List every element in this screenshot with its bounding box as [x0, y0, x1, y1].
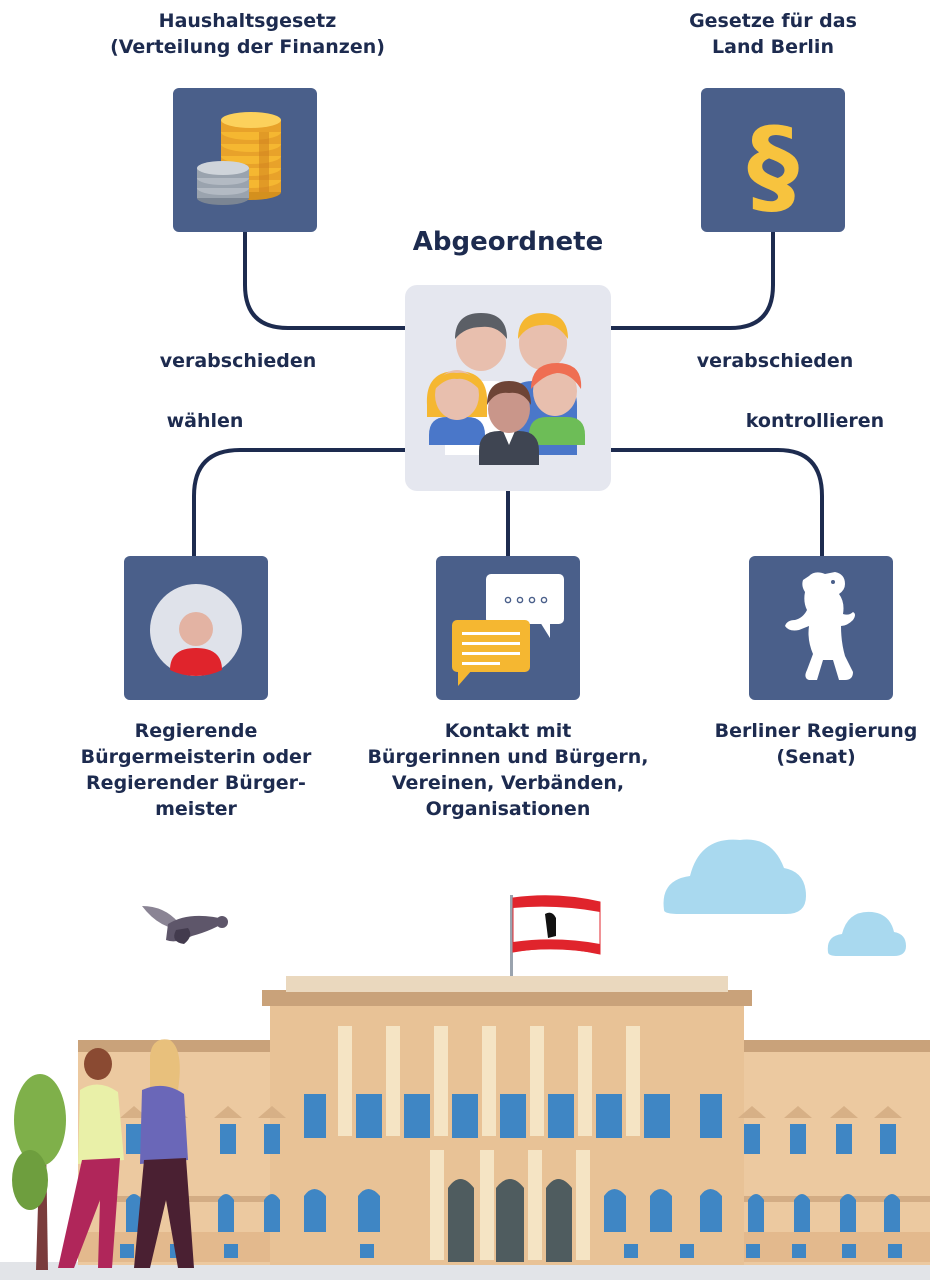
senate-box — [749, 556, 893, 700]
edge-label-control: kontrollieren — [745, 410, 885, 432]
chat-bubbles-icon — [452, 574, 564, 686]
label-line: Kontakt mit — [444, 720, 572, 742]
label-budget-law: Haushaltsgesetz (Verteilung der Finanzen… — [75, 8, 420, 60]
svg-text:§: § — [747, 105, 799, 227]
edge-label-pass-laws: verabschieden — [696, 350, 854, 372]
person-blonde — [426, 370, 488, 445]
connector-bottom-left — [192, 448, 407, 560]
label-line: Gesetze für das — [689, 10, 857, 32]
person-center — [479, 381, 539, 465]
person-red-hair — [529, 363, 585, 445]
edge-label-elect: wählen — [166, 410, 244, 432]
tree-icon — [12, 1074, 66, 1270]
label-mayor: Regierende Bürgermeisterin oder Regieren… — [56, 718, 336, 822]
label-line: Regierende — [134, 720, 258, 742]
label-senate: Berliner Regierung (Senat) — [703, 718, 929, 770]
berlin-bear-icon — [785, 572, 855, 680]
center-title: Abgeordnete — [412, 227, 604, 257]
mayor-box — [124, 556, 268, 700]
label-laws-berlin: Gesetze für das Land Berlin — [628, 8, 918, 60]
label-line: (Verteilung der Finanzen) — [110, 36, 385, 58]
building-icon — [78, 976, 930, 1265]
berlin-flag-icon — [510, 895, 601, 1010]
cloud-icon — [663, 839, 906, 956]
paragraph-icon: § — [747, 105, 799, 227]
label-line: Haushaltsgesetz — [158, 10, 337, 32]
connector-top-left — [243, 226, 407, 330]
label-line: meister — [155, 798, 237, 820]
bird-icon — [142, 906, 228, 944]
budget-law-box — [173, 88, 317, 232]
connector-bottom-right — [609, 448, 824, 560]
label-line: (Senat) — [776, 746, 856, 768]
label-line: Vereinen, Verbänden, — [391, 772, 625, 794]
laws-box: § — [701, 88, 845, 232]
contact-box — [436, 556, 580, 700]
pedestrians-icon — [58, 1039, 194, 1268]
edge-label-pass-budget: verabschieden — [159, 350, 317, 372]
members-box — [405, 285, 611, 491]
label-line: Land Berlin — [712, 36, 834, 58]
coins-icon — [197, 112, 281, 205]
label-line: Berliner Regierung — [714, 720, 918, 742]
person-avatar-icon — [150, 584, 242, 676]
people-group-icon — [426, 313, 585, 465]
label-line: Organisationen — [425, 798, 591, 820]
connector-top-right — [609, 226, 775, 330]
label-line: Bürgermeisterin oder — [80, 746, 312, 768]
label-line: Regierender Bürger- — [86, 772, 306, 794]
label-line: Bürgerinnen und Bürgern, — [367, 746, 649, 768]
label-contact: Kontakt mit Bürgerinnen und Bürgern, Ver… — [350, 718, 666, 822]
